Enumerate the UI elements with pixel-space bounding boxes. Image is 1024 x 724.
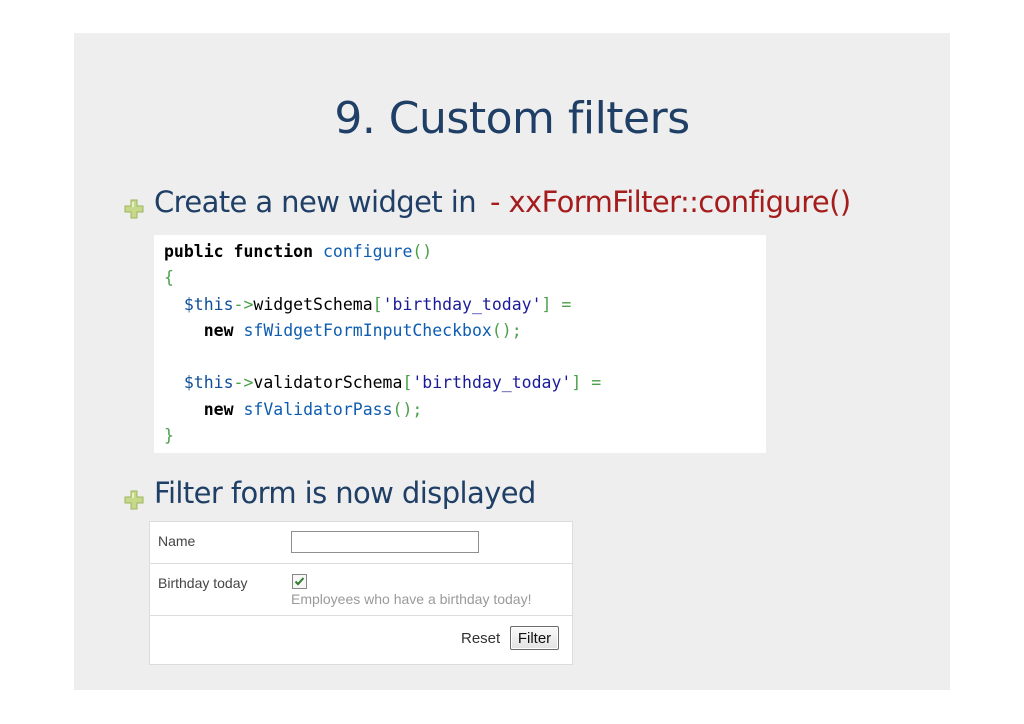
code-indent <box>164 321 204 340</box>
birthday-help-text: Employees who have a birthday today! <box>291 591 532 607</box>
name-label: Name <box>158 533 196 549</box>
reset-link[interactable]: Reset <box>461 630 501 647</box>
bullet-text: Create a new widget in <box>154 185 477 219</box>
code-block: public function configure() { $this->wid… <box>154 235 766 453</box>
filter-button[interactable]: Filter <box>510 626 559 650</box>
form-row-birthday: Birthday today Employees who have a birt… <box>150 564 572 616</box>
code-indent <box>164 400 204 419</box>
code-line-blank <box>164 344 766 370</box>
bullet-accent-method: - xxFormFilter::configure() <box>490 185 851 219</box>
code-line: { <box>164 265 766 291</box>
code-property: validatorSchema <box>253 373 403 393</box>
code-punct: -> <box>233 294 254 314</box>
code-line: new sfValidatorPass(); <box>164 397 766 423</box>
code-line: $this->validatorSchema['birthday_today']… <box>164 370 766 396</box>
code-string: 'birthday_today' <box>382 294 542 314</box>
code-indent <box>164 295 184 314</box>
plus-bullet-icon <box>124 192 144 219</box>
code-keyword: new <box>203 399 234 419</box>
code-function-name: configure <box>322 242 413 261</box>
code-class-name: sfValidatorPass <box>243 399 393 419</box>
code-punct: [ <box>402 373 413 393</box>
slide: 9. Custom filters Create a new widget in… <box>74 33 950 690</box>
code-punct: (); <box>491 320 522 340</box>
code-line: new sfWidgetFormInputCheckbox(); <box>164 318 766 344</box>
code-punct: } <box>164 426 174 446</box>
code-variable: $this <box>183 294 234 314</box>
form-row-name: Name <box>150 522 572 564</box>
code-string: 'birthday_today' <box>412 373 572 393</box>
code-punct: -> <box>233 373 254 393</box>
code-line: } <box>164 423 766 449</box>
name-input[interactable] <box>291 531 479 553</box>
code-punct: = <box>581 373 602 393</box>
code-punct: ] <box>541 294 552 314</box>
code-line: $this->widgetSchema['birthday_today'] = <box>164 292 766 318</box>
code-punct: [ <box>372 294 383 314</box>
bullet-filter-form: Filter form is now displayed <box>124 476 536 510</box>
code-keyword: public <box>164 242 224 261</box>
checkmark-icon <box>294 577 305 586</box>
birthday-label: Birthday today <box>158 575 248 591</box>
filter-form: Name Birthday today Employees who have a… <box>149 521 573 665</box>
code-punct: { <box>164 268 174 288</box>
slide-title: 9. Custom filters <box>334 93 690 144</box>
code-variable: $this <box>183 373 234 393</box>
code-indent <box>164 373 184 392</box>
bullet-text: Filter form is now displayed <box>154 476 536 510</box>
plus-bullet-icon <box>124 483 144 510</box>
code-keyword: new <box>203 320 234 340</box>
code-punct: ] <box>571 373 582 393</box>
code-class-name: sfWidgetFormInputCheckbox <box>243 320 492 340</box>
code-punct: () <box>412 242 433 261</box>
birthday-today-checkbox[interactable] <box>292 574 307 589</box>
code-property: widgetSchema <box>253 294 373 314</box>
code-keyword: function <box>233 242 314 261</box>
bullet-create-widget: Create a new widget in - xxFormFilter::c… <box>124 185 851 219</box>
code-punct: (); <box>392 399 423 419</box>
code-line: public function configure() <box>164 239 766 265</box>
form-row-actions: Reset Filter <box>150 616 572 664</box>
code-punct: = <box>551 294 572 314</box>
